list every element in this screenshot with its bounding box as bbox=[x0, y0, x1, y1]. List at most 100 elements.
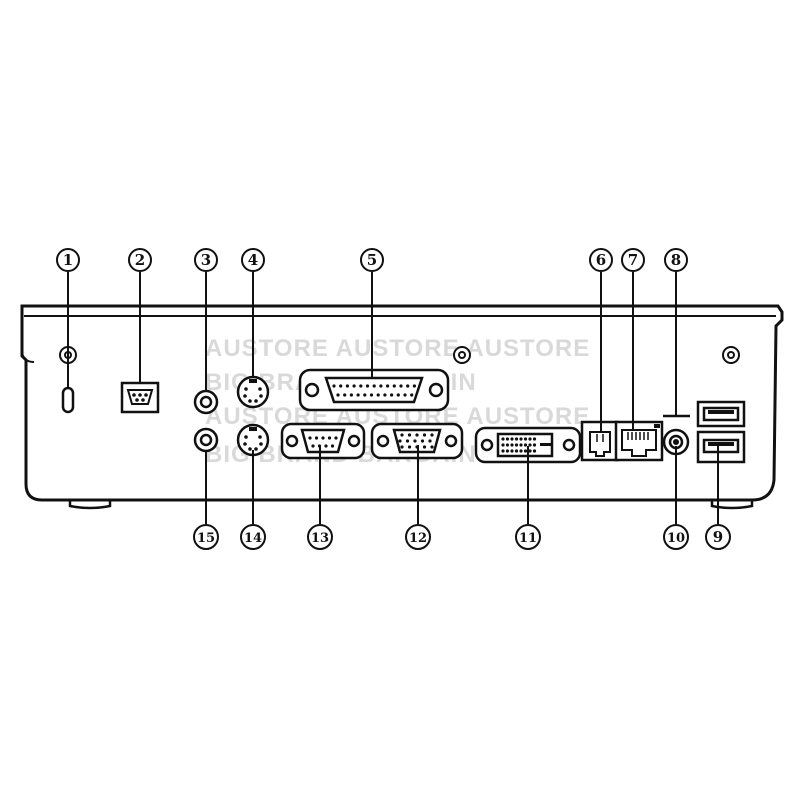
ps2-port-bottom-icon bbox=[236, 423, 270, 457]
pin bbox=[430, 445, 434, 449]
pin bbox=[369, 393, 374, 397]
callout-7: 7 bbox=[621, 248, 645, 272]
pin bbox=[430, 433, 434, 437]
svg-text:7: 7 bbox=[628, 251, 638, 269]
pin bbox=[334, 436, 338, 440]
pin bbox=[407, 445, 412, 449]
audio-jack-bottom-icon bbox=[193, 427, 219, 453]
pin bbox=[523, 437, 528, 441]
serial-port-db9-icon bbox=[280, 422, 366, 460]
svg-text:11: 11 bbox=[519, 531, 537, 546]
pin bbox=[383, 393, 387, 397]
screw-center-icon bbox=[453, 346, 471, 364]
svg-text:12: 12 bbox=[409, 531, 427, 546]
pin bbox=[324, 444, 328, 448]
pin bbox=[343, 393, 347, 397]
pin bbox=[519, 449, 523, 453]
callouts: 1 2 3 4 5 6 7 8 9 10 11 12 13 14 15 bbox=[56, 248, 731, 550]
pin bbox=[528, 449, 532, 453]
pin bbox=[405, 439, 410, 443]
pin bbox=[410, 393, 414, 397]
pin bbox=[321, 436, 325, 440]
callout-15: 15 bbox=[193, 524, 219, 550]
svg-text:4: 4 bbox=[248, 251, 258, 269]
callout-10: 10 bbox=[663, 524, 689, 550]
pin bbox=[505, 449, 510, 453]
pin bbox=[345, 384, 349, 388]
pin bbox=[514, 443, 519, 447]
pin bbox=[330, 444, 335, 448]
pin bbox=[420, 439, 425, 443]
pin bbox=[523, 443, 528, 447]
pin bbox=[356, 393, 360, 397]
pin bbox=[365, 384, 370, 388]
pin bbox=[510, 437, 514, 441]
svg-text:5: 5 bbox=[367, 251, 377, 269]
pin bbox=[332, 384, 336, 388]
ethernet-port-icon bbox=[614, 420, 664, 462]
pin bbox=[399, 384, 403, 388]
callout-13: 13 bbox=[307, 524, 333, 550]
small-serial-port-icon bbox=[120, 381, 160, 414]
pin bbox=[336, 393, 340, 397]
parallel-port-icon bbox=[298, 368, 450, 412]
svg-text:9: 9 bbox=[713, 528, 723, 546]
callout-1: 1 bbox=[56, 248, 80, 272]
watermark-line-1: AUSTORE AUSTORE AUSTORE bbox=[205, 335, 590, 362]
svg-text:14: 14 bbox=[244, 531, 262, 546]
svg-text:6: 6 bbox=[596, 251, 606, 269]
callout-5: 5 bbox=[360, 248, 384, 272]
pin bbox=[412, 384, 416, 388]
pin bbox=[413, 439, 417, 443]
screw-right-icon bbox=[722, 346, 740, 364]
callout-2: 2 bbox=[128, 248, 152, 272]
pin bbox=[400, 445, 404, 449]
pin bbox=[363, 393, 367, 397]
svg-text:8: 8 bbox=[671, 251, 681, 269]
pin bbox=[528, 437, 532, 441]
svg-text:10: 10 bbox=[667, 531, 685, 546]
vga-port-icon bbox=[370, 422, 464, 460]
pin bbox=[519, 443, 523, 447]
callout-3: 3 bbox=[194, 248, 218, 272]
callout-14: 14 bbox=[240, 524, 266, 550]
pin bbox=[403, 393, 407, 397]
pin bbox=[532, 437, 537, 441]
pin bbox=[372, 384, 376, 388]
pin bbox=[311, 444, 315, 448]
pin bbox=[327, 436, 332, 440]
audio-jack-top-icon bbox=[193, 389, 219, 415]
dvi-port-icon bbox=[474, 426, 582, 464]
pin bbox=[501, 443, 505, 447]
callout-12: 12 bbox=[405, 524, 431, 550]
pin bbox=[532, 443, 537, 447]
pin bbox=[396, 393, 400, 397]
pin bbox=[514, 449, 519, 453]
pin bbox=[314, 436, 319, 440]
callout-6: 6 bbox=[589, 248, 613, 272]
pin bbox=[428, 439, 432, 443]
pin bbox=[406, 384, 410, 388]
pin bbox=[308, 436, 312, 440]
callout-4: 4 bbox=[241, 248, 265, 272]
pin bbox=[398, 439, 402, 443]
pin bbox=[392, 384, 396, 388]
pin bbox=[532, 449, 537, 453]
pin bbox=[510, 443, 514, 447]
pin bbox=[390, 393, 394, 397]
pin bbox=[339, 384, 343, 388]
pin bbox=[528, 443, 532, 447]
dc-power-jack-icon bbox=[662, 428, 690, 456]
pin bbox=[514, 437, 519, 441]
pin bbox=[505, 437, 510, 441]
svg-text:3: 3 bbox=[201, 251, 211, 269]
callout-11: 11 bbox=[515, 524, 541, 550]
security-lock-slot-icon bbox=[61, 386, 75, 414]
pin bbox=[400, 433, 404, 437]
pin bbox=[510, 449, 514, 453]
pin bbox=[415, 433, 419, 437]
pin bbox=[422, 433, 427, 437]
callout-8: 8 bbox=[664, 248, 688, 272]
pin bbox=[501, 449, 505, 453]
pin bbox=[501, 437, 505, 441]
